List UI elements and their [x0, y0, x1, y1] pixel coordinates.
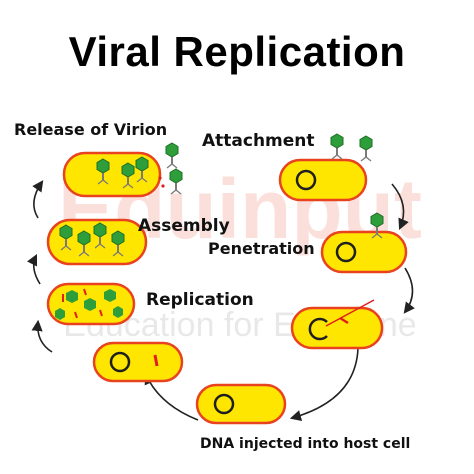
label-attachment: Attachment — [202, 131, 315, 151]
arrow-early-to-replication — [31, 319, 53, 353]
cell-penetration — [320, 212, 408, 274]
label-dna-injected: DNA injected into host cell — [200, 436, 411, 452]
label-assembly: Assembly — [138, 216, 230, 236]
phage-icon — [330, 133, 344, 160]
cell-replication — [46, 282, 136, 326]
cell-early — [92, 341, 184, 383]
label-release-of-virion: Release of Virion — [14, 120, 168, 139]
page-title: Viral Replication — [68, 28, 406, 75]
phage-icon — [359, 135, 373, 162]
label-replication: Replication — [146, 290, 254, 310]
arrow-injection-to-dna — [289, 347, 359, 421]
arrow-attachment-to-penetration — [391, 183, 409, 231]
cell-assembly — [46, 218, 148, 266]
cell-injection — [290, 299, 384, 350]
label-penetration: Penetration — [208, 239, 315, 258]
cell-release — [62, 142, 183, 198]
cell-attachment — [278, 133, 373, 202]
cell-dna-injected — [195, 383, 287, 425]
arrow-assembly-to-release — [32, 180, 44, 219]
arrow-penetration-to-injection — [403, 267, 415, 314]
arrow-replication-to-assembly — [26, 253, 41, 285]
